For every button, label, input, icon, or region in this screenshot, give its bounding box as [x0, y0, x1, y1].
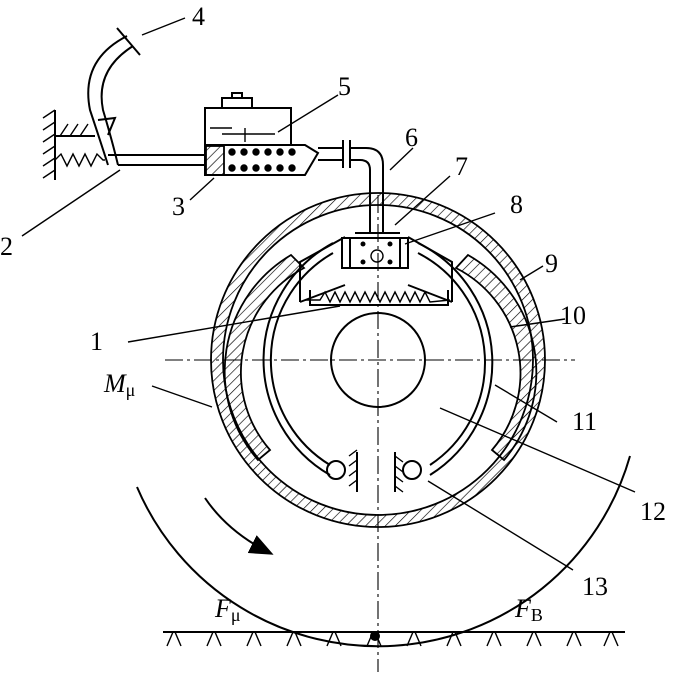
- rotation-arrow: [204, 497, 274, 555]
- left-brake-shoe: [223, 236, 346, 480]
- label-9: 9: [545, 249, 558, 278]
- label-m-mu: Mμ: [103, 369, 135, 400]
- wheel-arc: [136, 455, 631, 648]
- brake-line: [318, 140, 384, 233]
- brake-pedal: [87, 27, 141, 166]
- master-cylinder: [204, 92, 320, 176]
- label-f-b: FB: [514, 594, 543, 625]
- push-rod: [108, 154, 205, 166]
- road-surface: [163, 631, 625, 647]
- label-1: 1: [90, 327, 103, 356]
- label-10: 10: [560, 301, 586, 330]
- label-7: 7: [455, 152, 468, 181]
- label-8: 8: [510, 190, 523, 219]
- label-12: 12: [640, 497, 666, 526]
- wheel-cylinder: [341, 232, 409, 269]
- label-3: 3: [172, 192, 185, 221]
- label-11: 11: [572, 407, 597, 436]
- axle: [330, 312, 426, 408]
- right-brake-shoe: [402, 236, 538, 480]
- label-f-mu: Fμ: [214, 594, 241, 625]
- anchor-support: [348, 449, 404, 493]
- pedal-mount: [42, 109, 105, 180]
- label-2: 2: [0, 232, 13, 261]
- label-5: 5: [338, 72, 351, 101]
- leader-lines: [21, 17, 636, 571]
- return-spring: [305, 290, 451, 304]
- label-6: 6: [405, 123, 418, 152]
- label-13: 13: [582, 572, 608, 601]
- label-4: 4: [192, 2, 205, 31]
